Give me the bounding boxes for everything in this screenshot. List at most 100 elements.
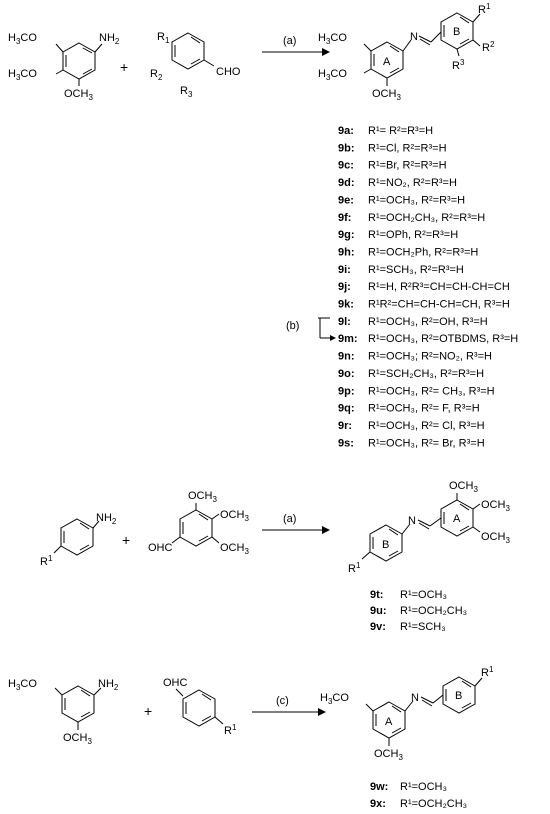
- compound-id: 9a:: [338, 125, 354, 137]
- compound-entry: 9l:R¹=OCH₃, R²=OH, R³=H: [338, 316, 488, 328]
- compound-id: 9o:: [338, 368, 355, 380]
- compound-id: 9w:: [370, 781, 388, 793]
- imine-nitrogen: N: [411, 692, 419, 704]
- r1-label: R1: [481, 665, 494, 679]
- compound-list-9t-9v: 9t: R¹=OCH₃ 9u: R¹=OCH₂CH₃ 9v:R¹=SCH₃: [370, 589, 467, 633]
- compound-entry: 9t: R¹=OCH₃: [370, 589, 447, 601]
- methoxy-label: OCH3: [220, 542, 249, 556]
- r1-label: R1: [478, 2, 491, 16]
- methoxy-label: H3CO: [320, 692, 349, 706]
- r2-label: R2: [482, 40, 495, 54]
- methoxy-label: H3CO: [318, 32, 347, 46]
- aldehyde-label: OHC: [148, 542, 173, 554]
- compound-entry: 9h: R¹=OCH₂Ph, R²=R³=H: [338, 246, 478, 258]
- r1-label: R1: [157, 31, 170, 45]
- compound-id: 9u:: [370, 605, 387, 617]
- r1-label: R1: [40, 554, 53, 568]
- ring-label-B: B: [382, 539, 389, 551]
- compound-substituents: R¹=OCH₃, R²=OH, R³=H: [368, 316, 488, 328]
- reaction-arrow-a: (a): [262, 513, 330, 534]
- reaction-arrow-b: (b): [286, 317, 336, 341]
- compound-substituents: R¹=OCH₃, R²= F, R³=H: [368, 403, 480, 415]
- reagent-label: (a): [283, 513, 296, 525]
- compound-id: 9b:: [338, 142, 355, 154]
- benzene-ring: [60, 518, 94, 556]
- compound-entry: 9d: R¹=NO₂, R²=R³=H: [338, 177, 457, 189]
- reagent-label: (c): [276, 695, 289, 707]
- methoxy-label: OCH3: [481, 499, 510, 513]
- methoxy-label: OCH3: [64, 88, 93, 102]
- plus-sign: +: [144, 703, 152, 719]
- ring-label-B: B: [455, 690, 462, 702]
- compound-substituents: R¹=OCH₃; R²=NO₂, R³=H: [368, 351, 492, 363]
- r3-label: R3: [180, 85, 193, 99]
- compound-id: 9k:: [338, 299, 354, 311]
- ring-label-A: A: [383, 56, 391, 68]
- compound-entry: 9b: R¹=Cl, R²=R³=H: [338, 142, 447, 154]
- compound-entry: 9g:R¹=OPh, R²=R³=H: [338, 229, 458, 241]
- compound-list-9a-9s: 9a:R¹= R²=R³=H 9b: R¹=Cl, R²=R³=H 9c:R¹=Br,…: [338, 125, 518, 449]
- compound-substituents: R¹=Br, R²=R³=H: [368, 160, 447, 172]
- compound-substituents: R¹=OCH₃, R²= Cl, R³=H: [368, 420, 485, 432]
- compound-substituents: R¹=OCH₂CH₃: [400, 605, 467, 617]
- compound-id: 9p:: [338, 385, 355, 397]
- compound-entry: 9p: R¹=OCH₃, R²= CH₃, R³=H: [338, 385, 495, 397]
- compound-entry: 9v:R¹=SCH₃: [370, 621, 446, 633]
- plus-sign: +: [120, 59, 128, 75]
- scheme2-reactant2: OCH3 OCH3 OCH3 OHC: [148, 490, 249, 556]
- aldehyde-label: CHO: [216, 66, 241, 78]
- scheme3-product: A H3CO OCH3 N B R1: [320, 665, 494, 762]
- scheme2-product: B R1 N A OCH3 OCH3 OCH3: [348, 480, 510, 575]
- compound-substituents: R¹=SCH₃, R²=R³=H: [368, 264, 464, 276]
- benzene-ring: [179, 509, 213, 547]
- benzene-ring: [171, 32, 205, 70]
- methoxy-label: OCH3: [220, 509, 249, 523]
- compound-entry: 9f: R¹=OCH₂CH₃, R²=R³=H: [338, 212, 485, 224]
- compound-entry: 9r: R¹=OCH₃, R²= Cl, R³=H: [338, 420, 485, 432]
- reaction-arrow-a: (a): [262, 35, 330, 56]
- methoxy-label: OCH3: [188, 490, 217, 504]
- compound-entry: 9n: R¹=OCH₃; R²=NO₂, R³=H: [338, 351, 492, 363]
- ring-label-A: A: [385, 716, 393, 728]
- reaction-arrow-c: (c): [252, 695, 326, 716]
- compound-id: 9d:: [338, 177, 355, 189]
- r1-label: R1: [348, 561, 361, 575]
- plus-sign: +: [122, 532, 130, 548]
- scheme3-reactant2: OHC R1: [163, 677, 237, 737]
- compound-entry: 9a:R¹= R²=R³=H: [338, 125, 433, 137]
- compound-substituents: R¹=OCH₃: [400, 589, 447, 601]
- r3-label: R3: [452, 58, 465, 72]
- compound-substituents: R¹=Cl, R²=R³=H: [368, 142, 447, 154]
- compound-substituents: R¹=OCH₃, R²= Br, R³=H: [368, 437, 485, 449]
- amine-label: NH2: [98, 678, 119, 692]
- imine-nitrogen: N: [408, 515, 416, 527]
- compound-id: 9n:: [338, 351, 355, 363]
- compound-entry: 9j:R¹=H, R²R³=CH=CH-CH=CH: [338, 281, 510, 293]
- scheme3-reactant1: NH2 H3CO OCH3: [8, 678, 119, 746]
- methoxy-label: OCH3: [481, 531, 510, 545]
- compound-id: 9f:: [338, 212, 351, 224]
- compound-id: 9t:: [370, 589, 383, 601]
- compound-entry: 9i:R¹=SCH₃, R²=R³=H: [338, 264, 464, 276]
- aldehyde-label: OHC: [163, 677, 188, 689]
- compound-id: 9h:: [338, 246, 355, 258]
- compound-substituents: R¹=OCH₂CH₃, R²=R³=H: [368, 212, 485, 224]
- amine-label: NH2: [96, 512, 117, 526]
- methoxy-label: H3CO: [8, 678, 37, 692]
- compound-id: 9g:: [338, 229, 355, 241]
- compound-id: 9e:: [338, 194, 354, 206]
- compound-entry: 9c:R¹=Br, R²=R³=H: [338, 160, 447, 172]
- compound-substituents: R¹=OCH₃, R²= CH₃, R³=H: [368, 385, 495, 397]
- compound-substituents: R¹=OCH₃: [400, 781, 447, 793]
- compound-id: 9m:: [338, 333, 358, 345]
- scheme2-reactant1: NH2 R1: [40, 512, 117, 568]
- methoxy-label: OCH3: [374, 748, 403, 762]
- reagent-label: (a): [283, 35, 296, 47]
- compound-substituents: R¹=OCH₂Ph, R²=R³=H: [368, 246, 478, 258]
- compound-id: 9r:: [338, 420, 352, 432]
- benzene-ring: [62, 42, 96, 80]
- compound-substituents: R¹=NO₂, R²=R³=H: [368, 177, 457, 189]
- compound-substituents: R¹=H, R²R³=CH=CH-CH=CH: [368, 281, 510, 293]
